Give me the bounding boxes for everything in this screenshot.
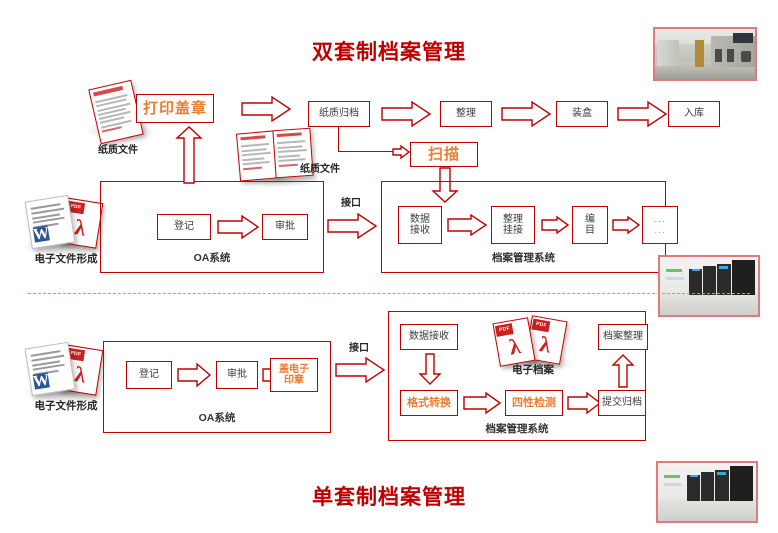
arc-box-more-line1: ... <box>654 213 666 225</box>
arc-box-submit-archive[interactable]: 提交归档 <box>598 390 646 416</box>
arc-box-data-receive-line2: 接收 <box>410 225 430 236</box>
arrow-box-to-storage <box>616 100 668 128</box>
arc-box-more-line2: ... <box>654 225 666 236</box>
oa-box-digital-seal[interactable]: 盖电子 印章 <box>270 358 318 392</box>
paper-doc-label: 纸质文件 <box>98 145 138 156</box>
word-icon-bottom: W <box>24 341 76 397</box>
arrow-submit-up <box>611 354 635 388</box>
word-badge: W <box>31 223 51 244</box>
server-rack-2 <box>703 266 716 296</box>
photo-archive-room <box>653 27 757 81</box>
arc-box-catalog-line1: 编 <box>585 213 595 225</box>
arrow-receive-to-link-top <box>446 213 488 237</box>
oa-box-approve-top[interactable]: 审批 <box>262 214 308 240</box>
server-rack-1 <box>689 268 703 296</box>
connector-archive-down <box>338 127 340 152</box>
server-rack-b1 <box>687 474 701 502</box>
arrow-link-to-catalog-top <box>540 215 570 235</box>
paper-page-back <box>235 130 279 182</box>
arc-box-arrange-link-line1: 整理 <box>503 213 523 225</box>
arc-box-four-check[interactable]: 四性检测 <box>505 390 563 416</box>
arrow-print-to-archive <box>240 95 292 123</box>
photo-door-b <box>727 49 734 62</box>
photo-server-room-top <box>658 255 760 317</box>
digital-archive-pdf-front: PDF λ <box>492 317 536 367</box>
digital-seal-line1: 盖电子 <box>279 363 309 375</box>
photo-door-c <box>741 51 751 62</box>
arrow-catalog-to-more-top <box>611 215 641 235</box>
electronic-file-label-bottom: 电子文件形成 <box>34 400 98 412</box>
pdf-glyph-3: λ <box>507 332 523 360</box>
server-rack-3 <box>716 263 731 296</box>
arc-box-catalog-line2: 目 <box>585 225 595 236</box>
arc-box-archive-arrange[interactable]: 档案整理 <box>598 324 648 350</box>
oa-system-label-bottom: OA系统 <box>198 412 236 424</box>
digital-seal-line2: 印章 <box>284 375 304 386</box>
bottom-title: 单套制档案管理 <box>312 486 466 509</box>
top-title: 双套制档案管理 <box>312 41 466 64</box>
oa-system-label-top: OA系统 <box>193 252 231 264</box>
digital-archive-icon: PDF λ PDF λ <box>492 315 572 367</box>
photo-panel <box>733 33 753 43</box>
photo-shelf-left <box>657 40 679 66</box>
electronic-file-icon-top: PDF λ W <box>24 194 108 250</box>
box-arrange[interactable]: 整理 <box>440 101 492 127</box>
arrow-register-to-approve-bottom <box>176 362 212 388</box>
oa-system-frame-bottom <box>103 341 331 433</box>
arrow-interface-bottom <box>334 356 386 384</box>
photo-server-room-bottom <box>656 461 758 523</box>
paper-documents-label: 纸质文件 <box>300 164 340 175</box>
oa-box-register-bottom[interactable]: 登记 <box>126 361 172 389</box>
archive-system-frame-bottom <box>388 311 646 441</box>
arrow-arrange-to-box <box>500 100 552 128</box>
box-pack[interactable]: 装盒 <box>556 101 608 127</box>
server-floor-bottom <box>658 497 756 521</box>
photo-corridor-light <box>695 40 704 67</box>
arrow-check-to-submit <box>566 391 602 415</box>
server-rack-4 <box>731 260 756 296</box>
server-rack-b4 <box>729 466 754 502</box>
connector-archive-right <box>338 151 400 153</box>
interface-label-top: 接口 <box>341 198 361 209</box>
oa-box-approve-bottom[interactable]: 审批 <box>216 361 258 389</box>
arc-box-catalog-top[interactable]: 编 目 <box>572 206 608 244</box>
arrow-interface-top <box>326 212 378 240</box>
arc-box-data-receive-top[interactable]: 数据 接收 <box>398 206 442 244</box>
digital-archive-label: 电子档案 <box>512 364 554 376</box>
word-badge-bottom: W <box>31 370 51 391</box>
archive-system-label-bottom: 档案管理系统 <box>485 423 549 435</box>
electronic-file-icon-bottom: PDF λ W <box>24 341 108 397</box>
electronic-file-label-top: 电子文件形成 <box>34 253 98 265</box>
arc-box-arrange-link-line2: 挂接 <box>503 225 523 236</box>
arc-box-format-convert[interactable]: 格式转换 <box>400 390 458 416</box>
section-divider <box>28 293 750 294</box>
arrow-receive-down-bottom <box>418 353 442 385</box>
box-storage[interactable]: 入库 <box>668 101 720 127</box>
arc-box-data-receive-line1: 数据 <box>410 213 430 225</box>
interface-label-bottom: 接口 <box>349 343 369 354</box>
arrow-oa-up-top <box>175 126 203 184</box>
box-paper-archive[interactable]: 纸质归档 <box>308 101 370 127</box>
archive-system-label-top: 档案管理系统 <box>492 252 555 264</box>
server-rack-b2 <box>701 472 714 502</box>
arrow-scan-down <box>431 167 459 203</box>
arc-box-data-receive-bottom[interactable]: 数据接收 <box>400 324 458 350</box>
arrow-convert-to-check <box>462 391 502 415</box>
arrow-register-to-approve-top <box>216 214 260 240</box>
print-seal-box[interactable]: 打印盖章 <box>136 94 214 123</box>
server-floor <box>660 291 758 315</box>
oa-box-register-top[interactable]: 登记 <box>157 214 211 240</box>
arc-box-arrange-link-top[interactable]: 整理 挂接 <box>491 206 535 244</box>
word-icon-top: W <box>24 194 76 250</box>
arrow-archive-to-arrange <box>380 100 432 128</box>
photo-door-a <box>715 49 722 62</box>
arc-box-more-top[interactable]: ... ... <box>642 206 678 244</box>
server-rack-b3 <box>714 469 729 502</box>
oa-system-frame-top <box>100 181 324 273</box>
arrowhead-to-scan <box>392 144 411 160</box>
scan-box[interactable]: 扫描 <box>410 142 478 167</box>
